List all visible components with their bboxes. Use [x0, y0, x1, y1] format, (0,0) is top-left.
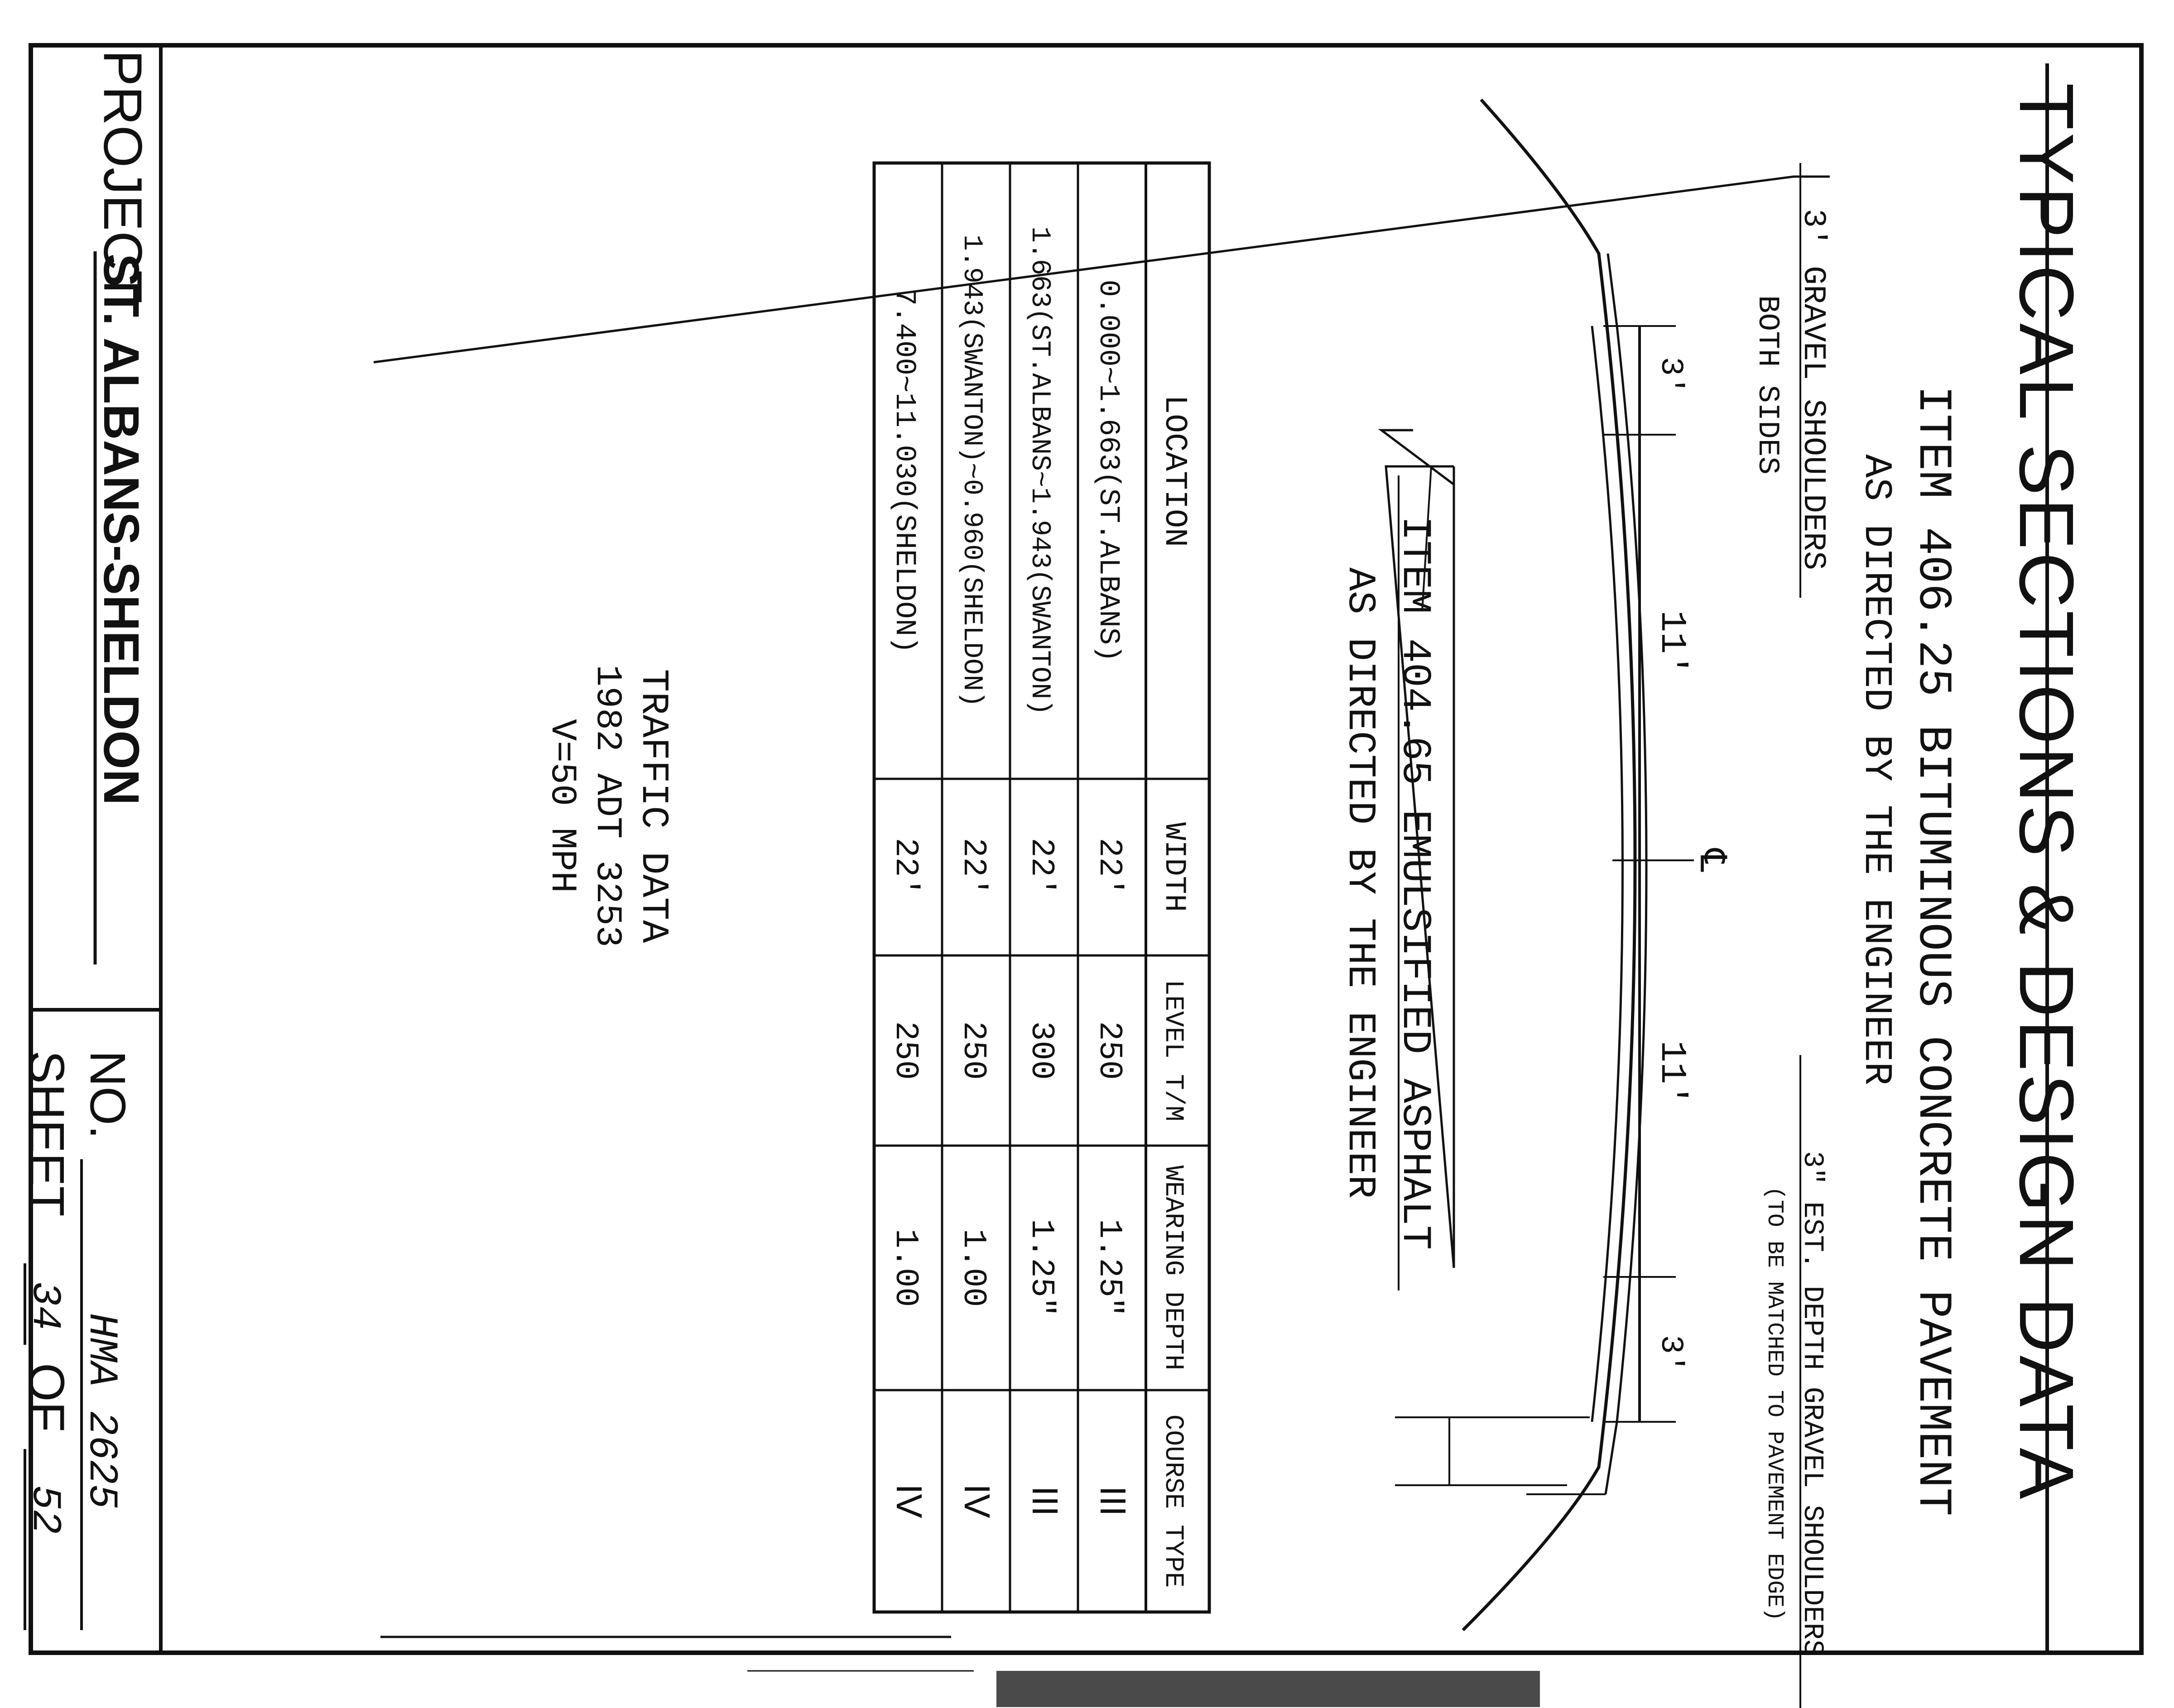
table-row-2-type: III: [1025, 1486, 1065, 1516]
traffic-title: TRAFFIC DATA: [631, 669, 674, 943]
shoulder-left-sub: BOTH SIDES: [1751, 295, 1784, 475]
traffic-adt: 1982 ADT 3253: [587, 665, 628, 947]
item-406-note: ITEM 406.25 BITUMINOUS CONCRETE PAVEMENT: [1906, 386, 1959, 1516]
table-row-3-depth: 1.00: [955, 1229, 992, 1307]
no-value: HMA 2625: [78, 1313, 124, 1509]
of-label: OF: [19, 1363, 74, 1432]
centerline-symbol: ℄: [1689, 848, 1731, 872]
th-wearing: WEARING DEPTH: [1158, 1166, 1188, 1370]
sheet-title: TYPICAL SECTIONS & DESIGN DATA: [2003, 83, 2089, 1502]
design-table: [872, 161, 1211, 1614]
table-row-4-depth: 1.00: [887, 1229, 924, 1307]
shoulder-right-sub: (TO BE MATCHED TO PAVEMENT EDGE): [1761, 1186, 1787, 1621]
no-label: NO.: [80, 1051, 135, 1139]
dim-shoulder-left: 3': [1652, 357, 1688, 395]
item-406-directed: AS DIRECTED BY THE ENGINEER: [1854, 454, 1899, 1085]
table-row-3-location: 1.943(SWANTON)~0.960(SHELDON): [956, 235, 987, 707]
dimension-line: [1603, 325, 1694, 1423]
dim-lane-right: 11': [1651, 1041, 1692, 1106]
leader-lines: [373, 175, 1830, 1268]
sheet-border: [29, 43, 2144, 1655]
road-cross-section: [1395, 98, 1648, 1631]
table-row-2-location: 1.663(ST.ALBANS~1.943(SWANTON): [1024, 226, 1055, 715]
traffic-speed: V=50 MPH: [541, 719, 582, 893]
scan-bar: [996, 1671, 1540, 1707]
shoulder-right-note: 3" EST. DEPTH GRAVEL SHOULDERS: [1796, 1151, 1828, 1656]
table-row-4-width: 22': [887, 838, 924, 897]
table-row-1-width: 22': [1091, 838, 1128, 897]
th-level: LEVEL T/M: [1158, 979, 1188, 1121]
sheet-label: SHEET: [19, 1051, 74, 1217]
project-label: PROJECT: [92, 50, 153, 303]
table-row-4-type: IV: [889, 1484, 929, 1518]
table-row-2-level: 300: [1023, 1021, 1060, 1080]
dim-lane-left: 11': [1651, 610, 1692, 676]
table-row-1-level: 250: [1091, 1021, 1128, 1080]
table-row-4-level: 250: [887, 1021, 924, 1080]
table-row-4-location: 7.400~11.030(SHELDON): [888, 288, 920, 654]
th-width: WIDTH: [1157, 822, 1191, 912]
th-location: LOCATION: [1156, 395, 1192, 547]
project-name: ST. ALBANS-SHELDON: [93, 254, 149, 805]
item-404-directed: AS DIRECTED BY THE ENGINEER: [1338, 567, 1382, 1198]
table-row-1-depth: 1.25": [1091, 1219, 1128, 1317]
table-row-1-location: 0.000~1.663(ST.ALBANS): [1092, 280, 1124, 662]
table-row-1-type: III: [1093, 1486, 1133, 1516]
sheet-number: 34: [21, 1281, 67, 1330]
table-row-3-width: 22': [955, 838, 992, 897]
table-row-2-width: 22': [1023, 838, 1060, 897]
sheet-total: 52: [21, 1485, 67, 1534]
table-row-3-level: 250: [955, 1021, 992, 1080]
th-course: COURSE TYPE: [1158, 1415, 1188, 1588]
table-row-2-depth: 1.25": [1023, 1219, 1060, 1317]
table-row-3-type: IV: [957, 1484, 997, 1518]
dim-shoulder-right: 3': [1652, 1335, 1688, 1373]
